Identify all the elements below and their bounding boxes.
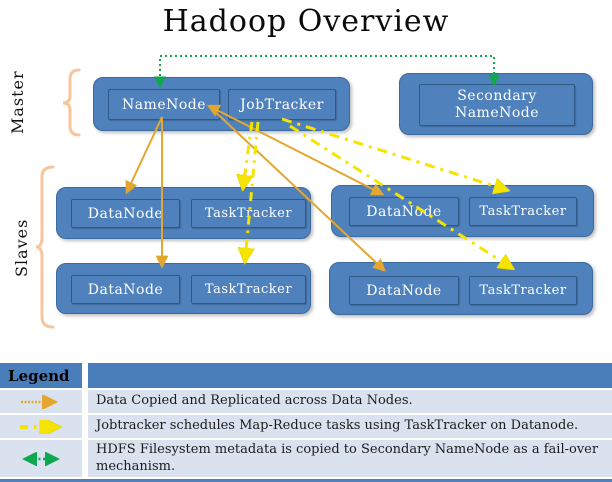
slave-group-bottom-left: DataNode TaskTracker — [56, 263, 311, 314]
page-title: Hadoop Overview — [162, 4, 450, 39]
green-dotted-double-arrow-icon — [22, 451, 60, 466]
legend-icon-cell — [0, 390, 82, 413]
tasktracker-box: TaskTracker — [469, 197, 577, 226]
legend-column-divider — [82, 390, 88, 413]
legend-bottom-bar — [0, 479, 612, 482]
legend-row-hdfs-metadata: HDFS Filesystem metadata is copied to Se… — [0, 440, 612, 477]
solid-gold-arrow-icon — [21, 394, 59, 409]
slaves-brace — [35, 165, 55, 329]
legend-row-mapreduce: Jobtracker schedules Map-Reduce tasks us… — [0, 415, 612, 438]
slaves-group-label: Slaves — [12, 218, 31, 278]
master-node-group: NameNode JobTracker — [93, 77, 350, 131]
jobtracker-box: JobTracker — [228, 89, 336, 120]
datanode-box: DataNode — [71, 275, 180, 304]
legend-column-divider — [82, 440, 88, 477]
tasktracker-box: TaskTracker — [191, 275, 306, 304]
datanode-box: DataNode — [349, 276, 459, 305]
legend-header-label: Legend — [8, 366, 70, 385]
legend-row-text: HDFS Filesystem metadata is copied to Se… — [88, 440, 612, 477]
legend-header-cell: Legend — [0, 363, 82, 388]
master-group-label: Master — [8, 70, 27, 134]
secondary-namenode-group: Secondary NameNode — [399, 73, 593, 135]
legend-icon-cell — [0, 415, 82, 438]
legend-header-row: Legend — [0, 363, 612, 388]
tasktracker-box: TaskTracker — [469, 276, 577, 305]
namenode-box: NameNode — [108, 89, 220, 120]
datanode-box: DataNode — [349, 197, 459, 226]
mapreduce-arrow-top-left — [243, 121, 254, 188]
legend-header-spacer — [88, 363, 612, 388]
slave-group-top-left: DataNode TaskTracker — [56, 187, 311, 239]
legend-column-divider — [82, 415, 88, 438]
legend-icon-cell — [0, 440, 82, 477]
tasktracker-box: TaskTracker — [191, 199, 306, 228]
datanode-box: DataNode — [71, 199, 180, 228]
yellow-dash-dot-arrow-icon — [20, 420, 65, 434]
legend-table: Legend Data Copied and Replicated across… — [0, 363, 612, 482]
master-brace — [62, 68, 81, 137]
secondary-namenode-box: Secondary NameNode — [419, 84, 575, 126]
legend-row-text: Jobtracker schedules Map-Reduce tasks us… — [88, 415, 612, 438]
slave-group-bottom-right: DataNode TaskTracker — [329, 262, 593, 315]
slave-group-top-right: DataNode TaskTracker — [331, 185, 594, 237]
legend-row-text: Data Copied and Replicated across Data N… — [88, 390, 612, 413]
legend-column-divider — [82, 363, 88, 388]
legend-row-replication: Data Copied and Replicated across Data N… — [0, 390, 612, 413]
